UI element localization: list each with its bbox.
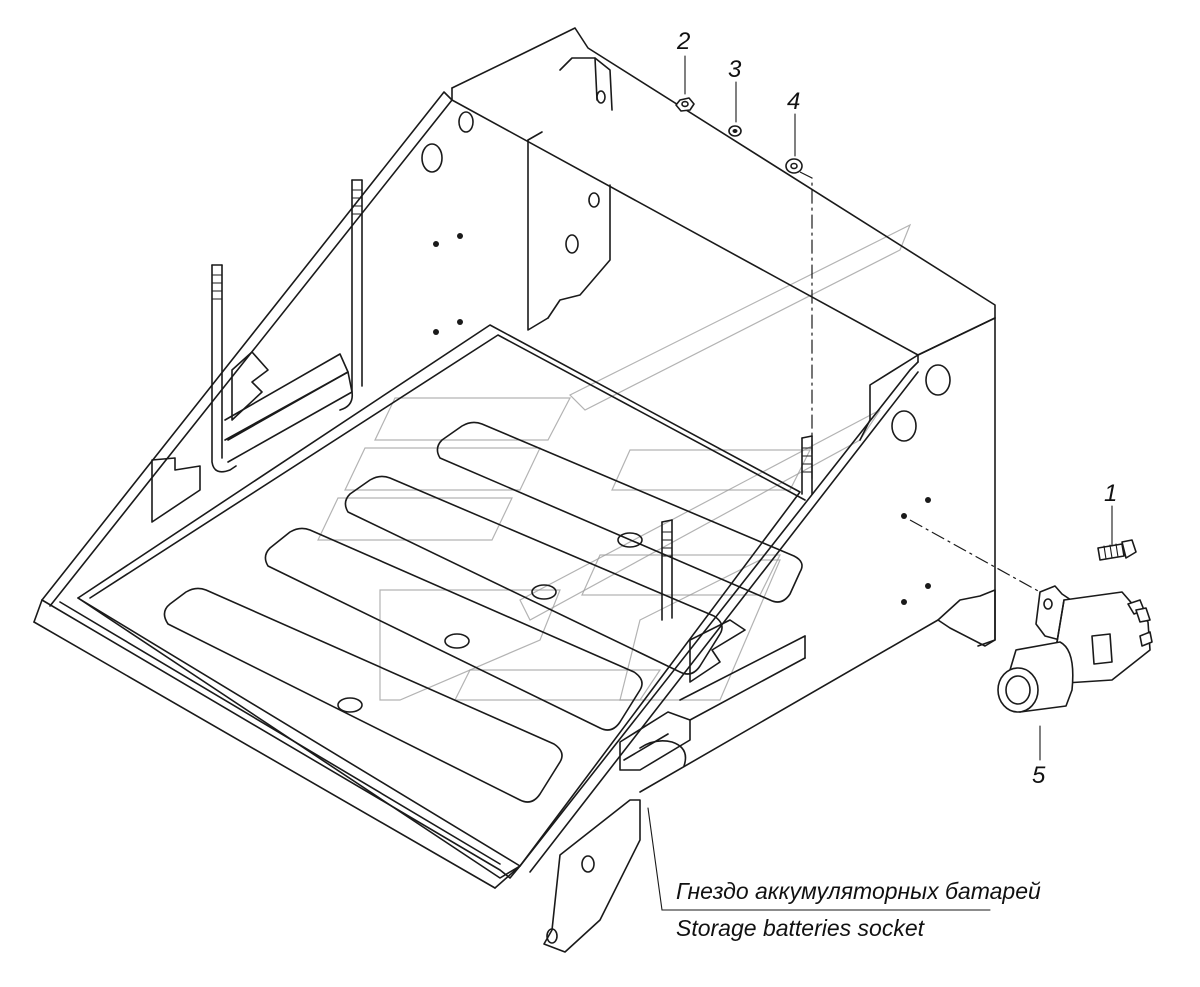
callout-4: 4 (787, 88, 801, 115)
callout-5: 5 (1032, 762, 1046, 789)
hardware-parts (675, 97, 803, 174)
leader-lines (647, 55, 1113, 911)
callout-1: 1 (1104, 480, 1118, 507)
left-wall (41, 91, 453, 607)
bolt-1 (1097, 539, 1137, 561)
front-right-panel (519, 361, 919, 953)
caption-english: Storage batteries socket (676, 915, 925, 941)
switch-5 (997, 585, 1153, 713)
back-wall (421, 27, 996, 356)
tray-floor (77, 324, 806, 879)
watermark-logo (317, 223, 912, 701)
front-lip (33, 599, 521, 889)
callout-3: 3 (728, 56, 742, 83)
nut-2 (675, 97, 695, 112)
caption-russian: Гнездо аккумуляторных батарей (676, 878, 1041, 904)
callout-2: 2 (677, 28, 691, 55)
flat-washer-4 (785, 158, 803, 174)
right-wall (639, 317, 996, 793)
assembly-axes (799, 171, 1041, 593)
j-bolts (211, 179, 813, 621)
